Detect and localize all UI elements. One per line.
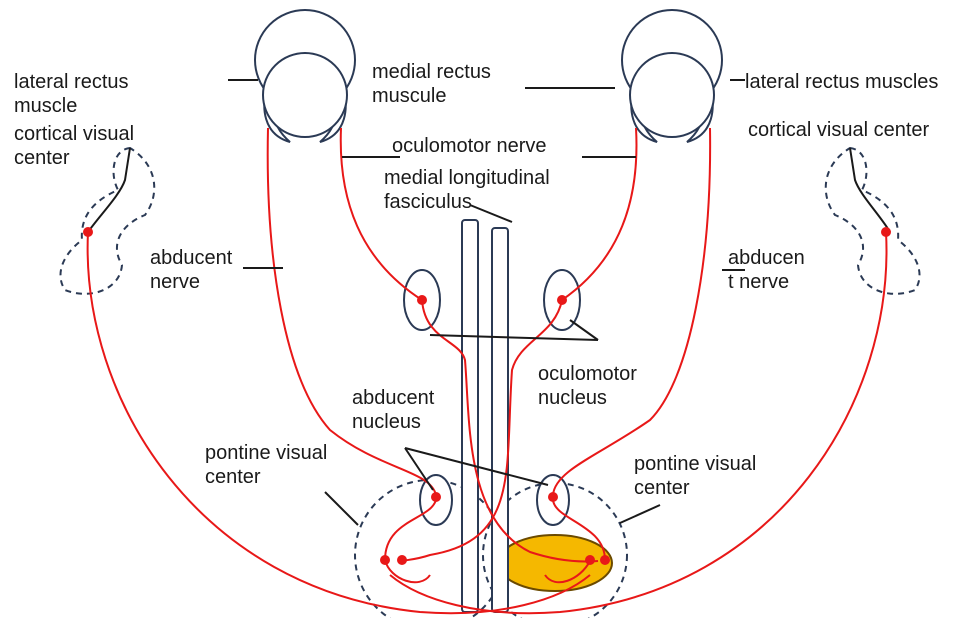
label-oculomotor-nucleus: oculomotor nucleus	[538, 362, 637, 410]
left-eye	[255, 10, 355, 142]
label-lateral-rectus-left: lateral rectus muscle	[14, 70, 129, 118]
label-medial-rectus: medial rectus muscule	[372, 60, 491, 108]
label-cortical-visual-left: cortical visual center	[14, 122, 134, 170]
label-abducent-nerve-left: abducent nerve	[150, 246, 232, 294]
mlf-bar-left	[462, 220, 478, 612]
right-cortex-outline	[826, 148, 920, 294]
label-abducent-nucleus: abducent nucleus	[352, 386, 434, 434]
right-cortex-inner	[850, 148, 890, 232]
mlf-bar-right	[492, 228, 508, 612]
label-oculomotor-nerve: oculomotor nerve	[392, 134, 547, 158]
label-abducent-nerve-right: abducen t nerve	[728, 246, 805, 294]
label-lateral-rectus-right: lateral rectus muscles	[745, 70, 938, 94]
label-pontine-visual-left: pontine visual center	[205, 441, 327, 489]
right-eye	[622, 10, 722, 142]
label-mlf: medial longitudinal fasciculus	[384, 166, 550, 214]
label-pontine-visual-right: pontine visual center	[634, 452, 756, 500]
label-cortical-visual-right: cortical visual center	[748, 118, 929, 142]
